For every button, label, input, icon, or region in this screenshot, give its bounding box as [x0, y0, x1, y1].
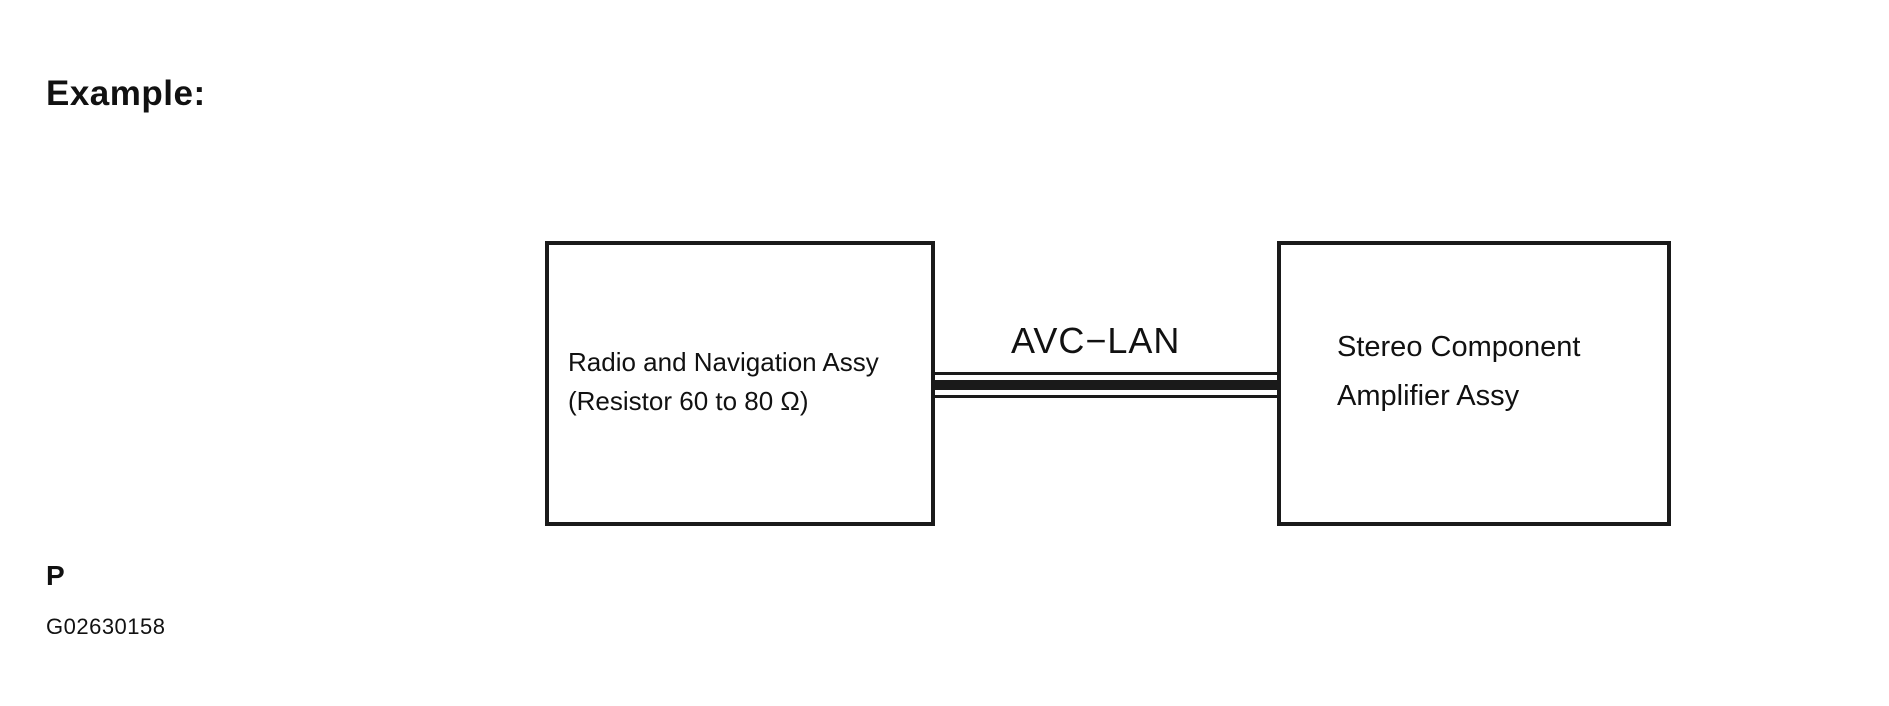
radio-navigation-assy-name: Radio and Navigation Assy: [568, 347, 879, 377]
stereo-amplifier-assy-box: Stereo Component Amplifier Assy: [1277, 241, 1671, 526]
figure-id: G02630158: [46, 614, 166, 639]
page-heading: Example:: [46, 74, 206, 113]
radio-navigation-assy-box: Radio and Navigation Assy (Resistor 60 t…: [545, 241, 935, 526]
radio-navigation-assy-label: Radio and Navigation Assy (Resistor 60 t…: [568, 343, 879, 421]
stereo-amplifier-assy-label: Stereo Component Amplifier Assy: [1337, 323, 1580, 421]
avc-lan-connection: [935, 372, 1279, 398]
avc-lan-label: AVC−LAN: [1011, 320, 1181, 361]
resistor-spec: (Resistor 60 to 80 Ω): [568, 386, 809, 416]
bus-line-main: [935, 380, 1279, 390]
bus-line-lower: [935, 395, 1279, 398]
stereo-amplifier-line2: Amplifier Assy: [1337, 380, 1520, 412]
stereo-amplifier-line1: Stereo Component: [1337, 331, 1581, 363]
bus-line-upper: [935, 372, 1279, 375]
section-mark: P: [46, 560, 65, 591]
